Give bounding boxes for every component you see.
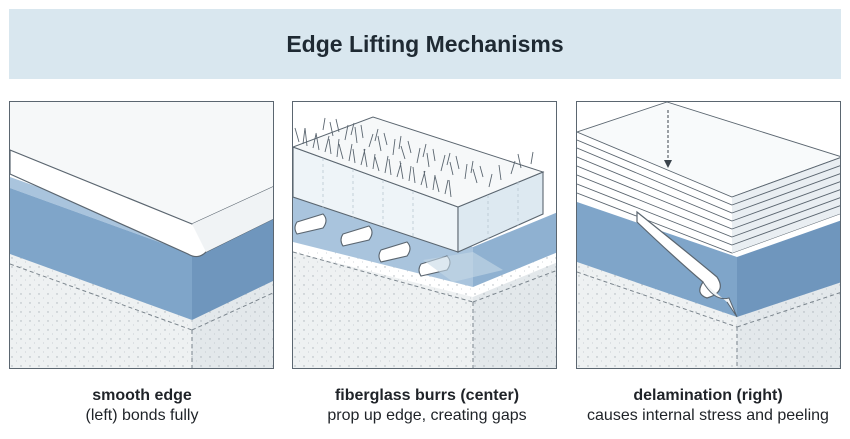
caption-subtitle: (left) bonds fully (85, 407, 199, 424)
substrate-layer (577, 202, 737, 317)
caption-title: smooth edge (92, 387, 192, 404)
page-title: Edge Lifting Mechanisms (286, 30, 564, 57)
title-bar: Edge Lifting Mechanisms (9, 9, 841, 79)
caption-smooth-edge: smooth edge (left) bonds fully (0, 386, 287, 426)
panel-smooth-edge (9, 101, 274, 369)
panel-fiberglass-burrs (292, 101, 557, 369)
substrate-layer (10, 188, 192, 320)
delaminated-layers (577, 102, 840, 254)
fiberglass-spikes (294, 117, 534, 198)
caption-subtitle: causes internal stress and peeling (587, 407, 829, 424)
delamination-illustration (577, 102, 840, 368)
caption-subtitle: prop up edge, creating gaps (327, 407, 527, 424)
peeling-curl (636, 210, 721, 299)
caption-title: delamination (right) (633, 387, 783, 404)
fiberglass-burrs-illustration (293, 116, 556, 368)
smooth-edge-illustration (10, 102, 273, 368)
tape-layer (10, 102, 273, 242)
caption-fiberglass-burrs: fiberglass burrs (center) prop up edge, … (282, 386, 572, 426)
panel-delamination (576, 101, 841, 369)
substrate-side (192, 213, 273, 320)
caption-delamination: delamination (right) causes internal str… (563, 386, 850, 426)
caption-title: fiberglass burrs (center) (334, 387, 520, 404)
